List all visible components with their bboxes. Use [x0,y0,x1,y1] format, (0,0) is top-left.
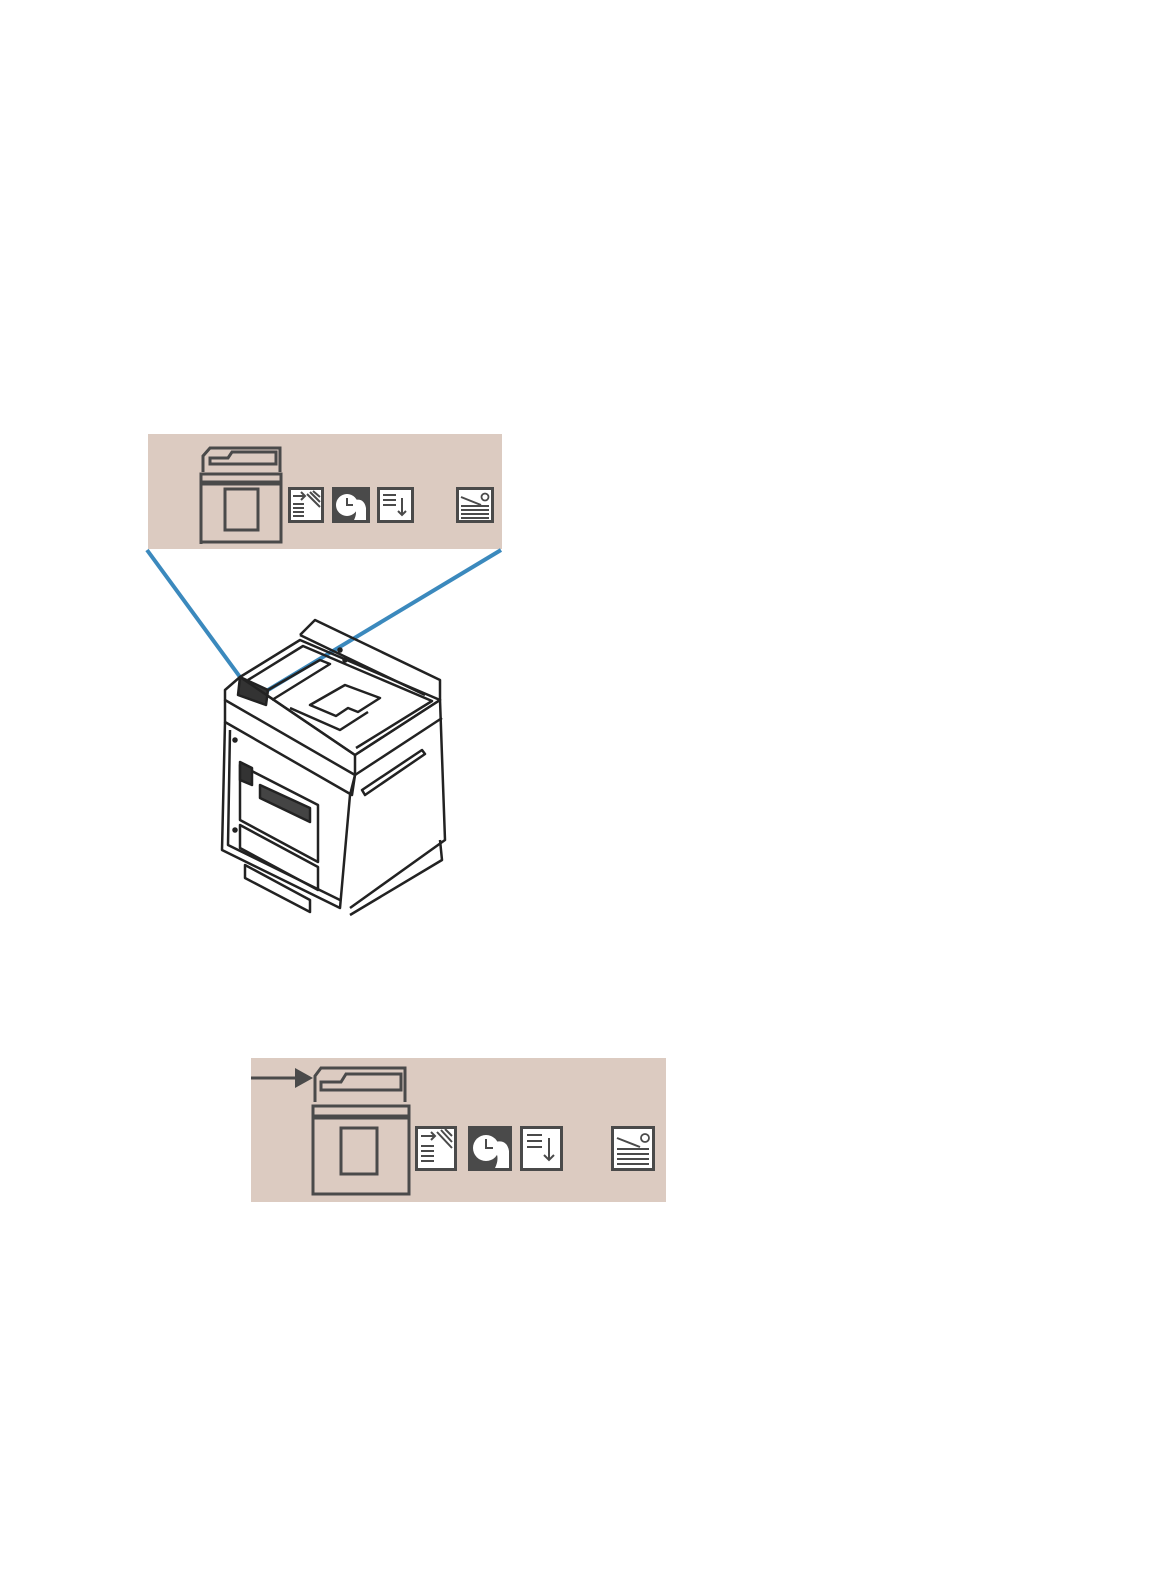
stack-down-icon [520,1126,563,1171]
stack-down-icon [377,487,414,523]
detail-panel-top [148,434,502,549]
detail-panel-bottom [251,1058,666,1202]
paper-output-icon [415,1126,457,1171]
tray-level-icon [456,487,494,523]
tray-level-icon [611,1126,655,1171]
timer-user-icon [332,487,370,523]
callout-line-left [147,550,240,677]
timer-user-icon [468,1126,512,1171]
finisher-machine-illustration [140,540,510,920]
paper-output-icon [288,487,324,523]
